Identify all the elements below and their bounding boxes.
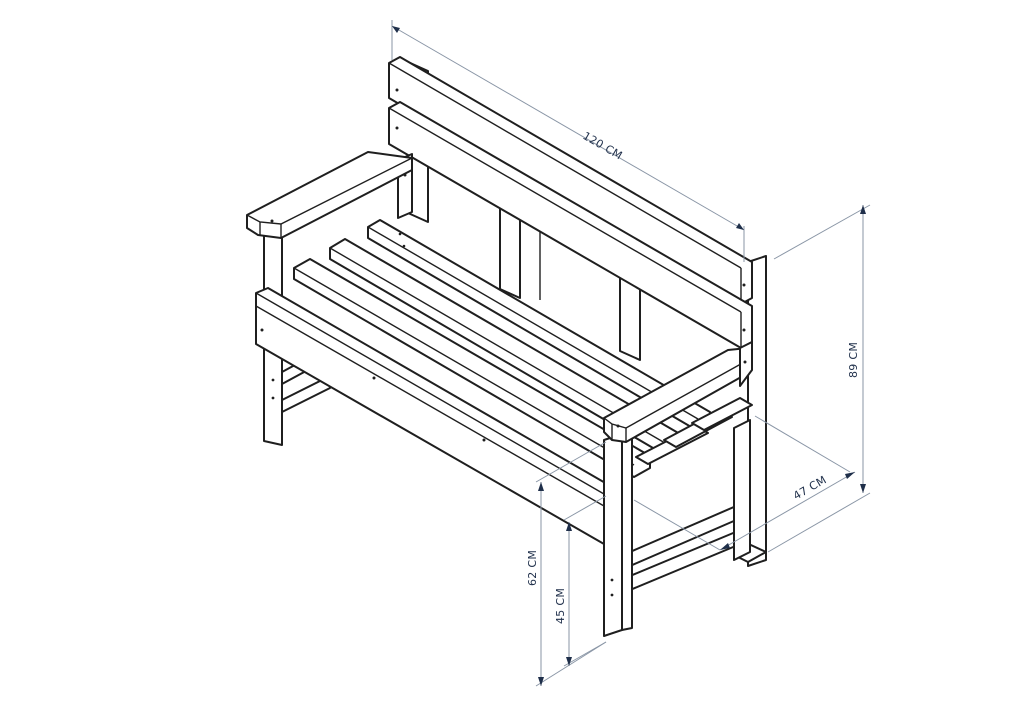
bench-back <box>388 56 767 567</box>
right-front-leg <box>603 433 623 637</box>
right-armrest <box>603 347 751 443</box>
height-label: 89 CM <box>847 342 860 378</box>
seat-height-label: 45 CM <box>554 588 567 624</box>
back-board-top <box>388 56 753 305</box>
left-armrest <box>246 151 413 239</box>
dimension-armrest-height: 62 CM <box>526 441 607 687</box>
right-rear-leg <box>733 419 751 561</box>
length-label: 120 CM <box>581 129 625 162</box>
dimension-height: 89 CM <box>767 204 871 553</box>
armrest-height-label: 62 CM <box>526 550 539 586</box>
side-slat-3 <box>691 397 753 431</box>
bench-seat <box>293 219 711 478</box>
dimension-seat-height: 45 CM <box>554 495 607 667</box>
bench-front <box>255 287 615 545</box>
